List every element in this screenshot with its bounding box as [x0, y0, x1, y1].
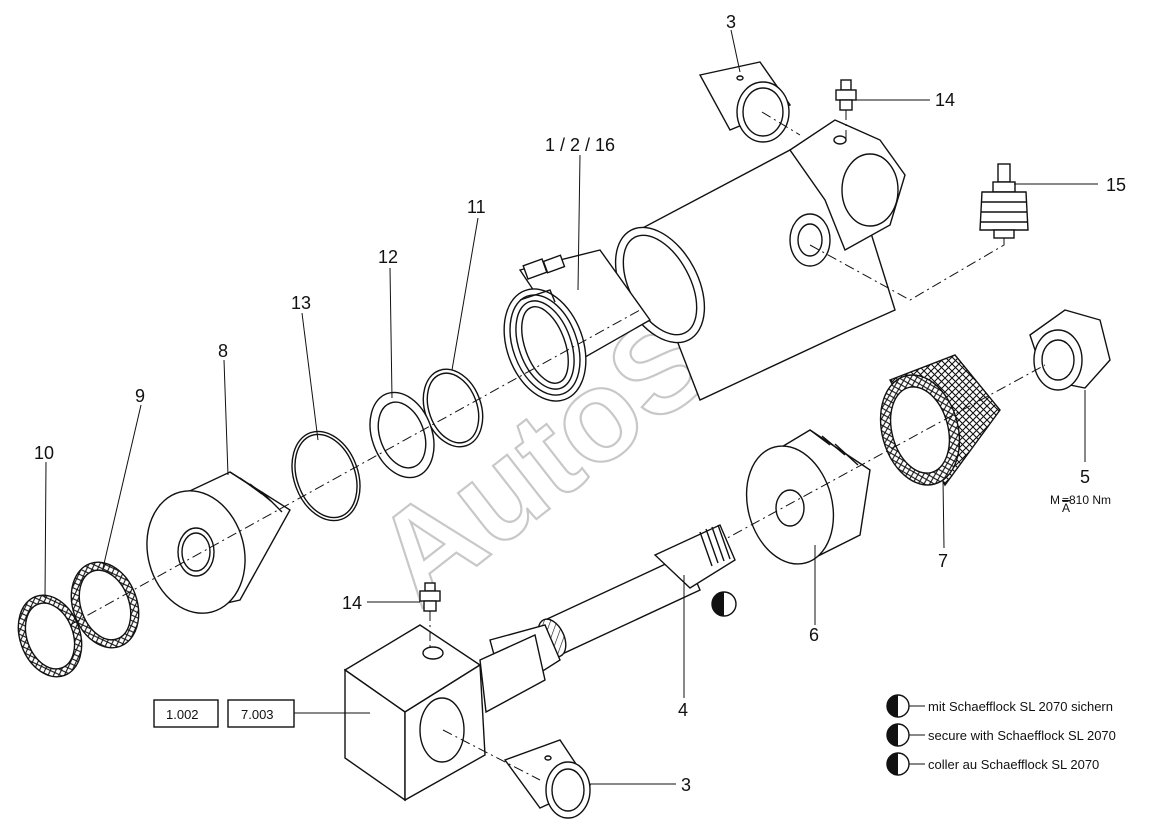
callout-1-2-16: 1 / 2 / 16	[545, 135, 615, 155]
clevis-block	[343, 624, 546, 802]
callout-3-top: 3	[726, 12, 736, 32]
reference-boxes: 1.002 7.003	[153, 699, 295, 728]
pin-3-bottom	[442, 729, 592, 819]
torque-prefix: M	[1050, 493, 1060, 507]
ring-9	[70, 561, 140, 649]
grease-nipple-14-bottom	[367, 582, 441, 650]
legend-note-en: secure with Schaefflock SL 2070	[928, 728, 1116, 743]
leader-lines	[44, 29, 1086, 785]
threaded-collar	[503, 249, 652, 402]
torque-sub: A	[1062, 501, 1070, 515]
callout-9: 9	[135, 386, 145, 406]
callout-5: 5	[1080, 467, 1090, 487]
legend-row-de: mit Schaefflock SL 2070 sichern	[886, 694, 1113, 718]
legend-row-fr: coller au Schaefflock SL 2070	[886, 752, 1099, 776]
callout-13: 13	[291, 293, 311, 313]
oring-13	[291, 430, 361, 522]
callout-8: 8	[218, 341, 228, 361]
ring-7	[879, 354, 1001, 487]
seal-12	[369, 391, 435, 479]
legend-note-de: mit Schaefflock SL 2070 sichern	[928, 699, 1113, 714]
callout-10: 10	[34, 443, 54, 463]
callout-7: 7	[938, 551, 948, 571]
breather-15	[809, 163, 1098, 301]
callout-14-bottom: 14	[342, 593, 362, 613]
callout-15: 15	[1106, 175, 1126, 195]
legend: mit Schaefflock SL 2070 sichern secure w…	[886, 694, 1116, 776]
callout-12: 12	[378, 247, 398, 267]
cylinder-tube	[614, 119, 906, 401]
torque-spec: M A =810 Nm	[1050, 493, 1111, 515]
callout-6: 6	[809, 625, 819, 645]
piston-6	[745, 429, 871, 565]
pin-3-top	[698, 61, 801, 143]
piston-8	[146, 471, 291, 614]
ref-box-left: 1.002	[166, 707, 199, 722]
legend-note-fr: coller au Schaefflock SL 2070	[928, 757, 1099, 772]
torque-value: =810 Nm	[1062, 493, 1111, 507]
ring-10	[17, 594, 83, 678]
callout-14-top: 14	[935, 90, 955, 110]
callout-3-bottom: 3	[681, 775, 691, 795]
nut-5	[1029, 309, 1111, 391]
schaefflock-symbol-rod	[711, 591, 737, 617]
legend-row-en: secure with Schaefflock SL 2070	[886, 723, 1116, 747]
callout-11: 11	[467, 197, 486, 217]
callout-4: 4	[678, 700, 688, 720]
ref-box-right: 7.003	[241, 707, 274, 722]
grease-nipple-14-top	[835, 79, 930, 140]
